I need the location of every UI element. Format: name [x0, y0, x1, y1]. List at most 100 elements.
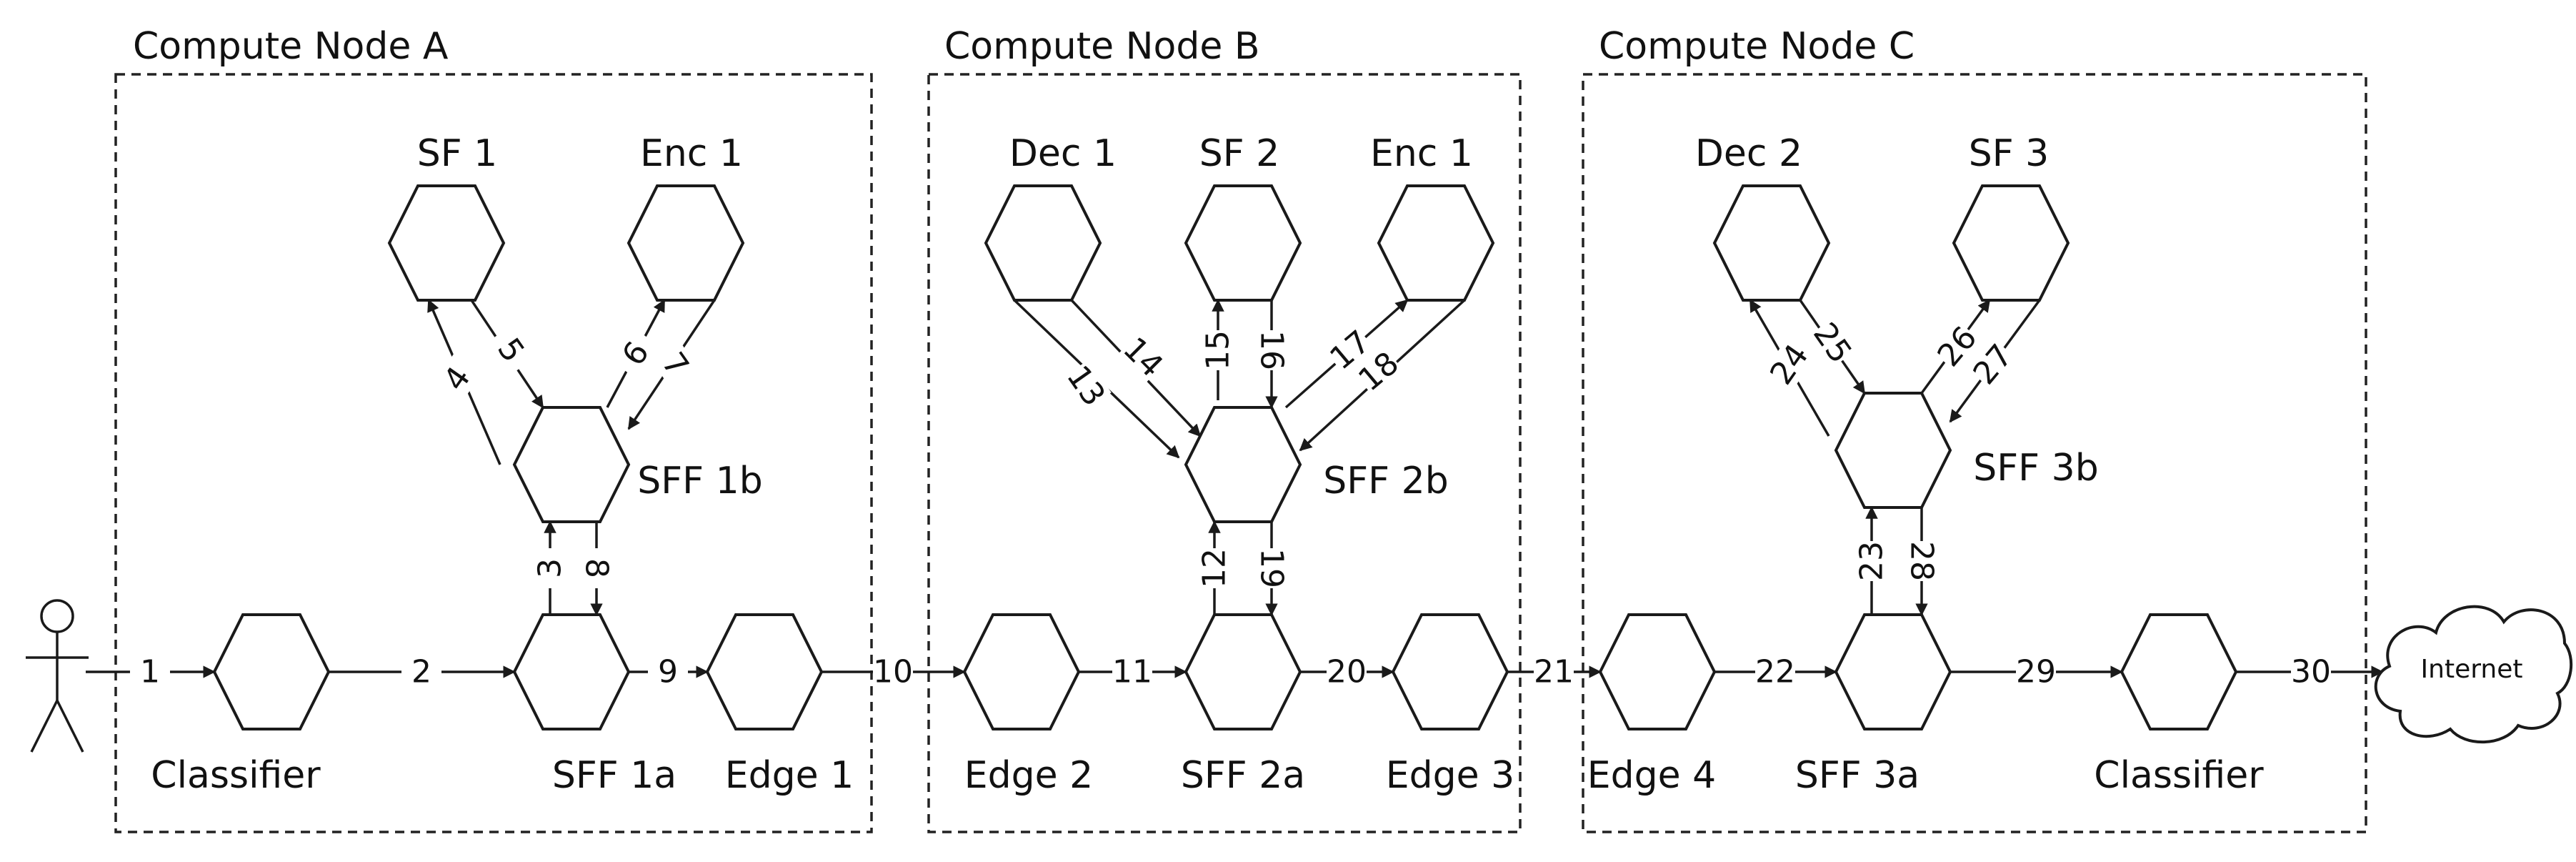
edge-label-21: 21	[1534, 654, 1574, 690]
label-sf-3: SF 3	[1969, 132, 2050, 175]
edge-label-13: 13	[1059, 359, 1112, 412]
edge-label-25: 25	[1806, 316, 1859, 370]
label-classifier-in: Classifier	[151, 754, 321, 797]
edge-label-22: 22	[1755, 654, 1795, 690]
hex-edge2	[962, 613, 1081, 730]
edge-label-bg	[1352, 345, 1405, 398]
edge-label-bg	[1112, 655, 1152, 689]
hex-sff1a	[512, 613, 631, 730]
label-dec-1: Dec 1	[1009, 132, 1117, 175]
label-sf-1: SF 1	[417, 132, 498, 175]
label-edge-4: Edge 4	[1587, 754, 1716, 797]
hex-sf2	[1184, 184, 1302, 302]
edge-label-29: 29	[2016, 654, 2056, 690]
internet-cloud: Internet	[2374, 605, 2573, 744]
hex-edge1	[705, 613, 824, 730]
edge-label-bg	[1327, 655, 1367, 689]
edge-label-bg	[130, 655, 170, 689]
hex-sff2b	[1184, 406, 1302, 523]
compute-node-a-box	[114, 73, 873, 833]
edge-label-16: 16	[1254, 330, 1290, 370]
compute-node-b-box	[927, 73, 1522, 833]
label-classifier-out: Classifier	[2094, 754, 2264, 797]
label-sff-3b: SFF 3b	[1973, 447, 2098, 490]
hex-sf1	[387, 184, 506, 302]
label-enc-1-b: Enc 1	[1370, 132, 1473, 175]
edge-label-bg	[2016, 655, 2056, 689]
edge-label-bg	[431, 352, 483, 405]
hex-edge3	[1391, 613, 1509, 730]
label-sf-2: SF 2	[1199, 132, 1280, 175]
user-icon	[26, 599, 89, 753]
hex-sff2a	[1184, 613, 1302, 730]
edge-label-bg	[649, 338, 701, 391]
compute-node-a-title: Compute Node A	[133, 25, 449, 68]
edge-label-15: 15	[1200, 330, 1237, 370]
edge-label-1: 1	[140, 654, 160, 690]
label-enc-1-a: Enc 1	[640, 132, 743, 175]
hex-edge4	[1598, 613, 1717, 730]
label-dec-2: Dec 2	[1695, 132, 1802, 175]
hex-enc1-a	[626, 184, 745, 302]
edge-label-19: 19	[1254, 548, 1290, 588]
edge-label-bg	[533, 548, 567, 588]
edge-label-bg	[1197, 548, 1232, 588]
edge-label-24: 24	[1763, 337, 1816, 391]
edge-label-30: 30	[2291, 654, 2331, 690]
component-labels: Classifier SFF 1a Edge 1 SFF 1b SF 1 Enc…	[151, 132, 2264, 797]
edge-label-28: 28	[1904, 541, 1940, 581]
compute-node-c-title: Compute Node C	[1599, 25, 1914, 68]
edge-label-bg	[1904, 541, 1939, 581]
label-sff-1a: SFF 1a	[552, 754, 677, 797]
label-edge-1: Edge 1	[725, 754, 854, 797]
edge-label-9: 9	[658, 654, 678, 690]
edge-label-bg	[2291, 655, 2331, 689]
edge-label-12: 12	[1197, 548, 1233, 588]
edge-label-20: 20	[1327, 654, 1367, 690]
edge-label-14: 14	[1116, 330, 1170, 385]
edge-label-bg	[1534, 655, 1574, 689]
edge-label-bg	[1060, 360, 1112, 412]
edge-label-8: 8	[579, 558, 615, 578]
hex-classifier-in	[212, 613, 331, 730]
label-sff-2a: SFF 2a	[1181, 754, 1305, 797]
edge-label-bg	[610, 327, 662, 380]
edge-label-10: 10	[873, 654, 913, 690]
label-sff-2b: SFF 2b	[1323, 460, 1448, 502]
nodes-layer	[212, 184, 2238, 730]
hex-dec2	[1712, 184, 1831, 302]
label-edge-2: Edge 2	[964, 754, 1093, 797]
edge-label-bg	[485, 324, 536, 377]
edge-label-bg	[1254, 330, 1289, 370]
hex-sff1b	[512, 406, 631, 523]
edge-label-bg	[1755, 655, 1795, 689]
edge-label-bg	[873, 655, 913, 689]
hex-sff3b	[1834, 392, 1952, 509]
edge-label-bg	[1117, 331, 1169, 384]
edge-label-3: 3	[532, 558, 569, 578]
edge-label-bg	[1854, 541, 1889, 581]
edge-label-bg	[648, 655, 688, 689]
compute-node-b-title: Compute Node B	[944, 25, 1260, 68]
label-edge-3: Edge 3	[1386, 754, 1514, 797]
hex-enc1-b	[1377, 184, 1495, 302]
label-sff-3a: SFF 3a	[1795, 754, 1919, 797]
edge-label-bg	[1967, 338, 2020, 391]
edge-label-bg	[1201, 330, 1235, 370]
hex-classifier-out	[2120, 613, 2238, 730]
edge-label-bg	[1931, 320, 1984, 373]
edge-label-bg	[1807, 317, 1858, 370]
edge-label-bg	[1324, 324, 1377, 377]
edge-label-11: 11	[1112, 654, 1152, 690]
hex-dec1	[984, 184, 1102, 302]
edge-label-bg	[401, 655, 441, 689]
edge-label-bg	[1764, 338, 1815, 391]
edge-label-23: 23	[1854, 541, 1890, 581]
edge-label-bg	[1254, 548, 1289, 588]
hex-sf3	[1952, 184, 2070, 302]
internet-label: Internet	[2421, 655, 2523, 684]
hex-sff3a	[1834, 613, 1952, 730]
label-sff-1b: SFF 1b	[637, 460, 762, 502]
edge-label-2: 2	[411, 654, 431, 690]
